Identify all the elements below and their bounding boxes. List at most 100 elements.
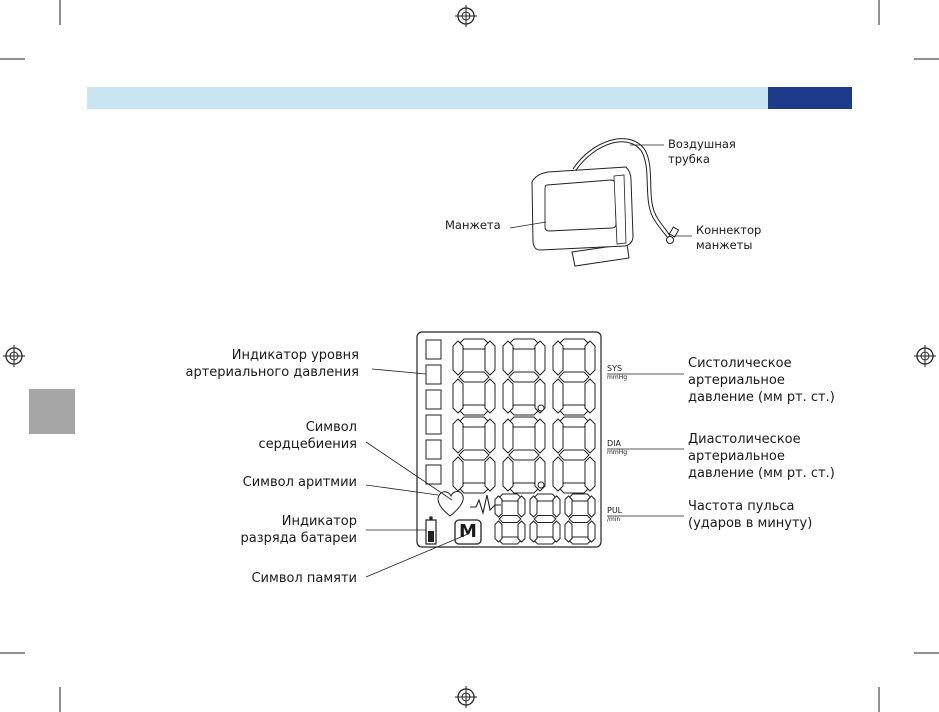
systolic-label-line-1: Систолическое	[688, 356, 792, 371]
digit-segment	[508, 371, 540, 383]
registration-mark-left	[3, 345, 25, 367]
digit-segment	[552, 378, 564, 414]
digit-segment	[552, 418, 564, 454]
display-leader-lines	[365, 368, 684, 578]
heartbeat-label-line-2: сердцебиения	[258, 437, 357, 452]
diastolic-label: Диастолическое артериальное давление (мм…	[688, 431, 835, 482]
digit-segment	[534, 418, 546, 454]
digit-segment	[508, 449, 540, 461]
digit-segment	[458, 371, 490, 383]
lcd-tag-underlines	[607, 373, 622, 517]
lcd-decimal-dots	[537, 404, 545, 489]
digit-segment	[584, 340, 596, 376]
digit-segment	[452, 340, 464, 376]
connector-label: Коннектор манжеты	[696, 223, 761, 253]
digit-segment	[558, 371, 590, 383]
bp-level-segment	[425, 439, 442, 460]
digit-segment	[584, 456, 596, 492]
heart-icon	[437, 491, 464, 517]
pulse-label-line-1: Частота пульса	[688, 499, 795, 514]
digit-segment	[533, 515, 557, 523]
cuff-label: Манжета	[445, 218, 501, 232]
digit-segment	[558, 449, 590, 461]
bp-level-indicator	[425, 339, 442, 485]
pul-tag: PUL	[607, 506, 623, 515]
digit-segment	[534, 340, 546, 376]
bp-level-segment	[425, 364, 442, 385]
digit-segment	[568, 515, 592, 523]
lcd-digits	[452, 338, 596, 545]
digit-segment	[564, 520, 573, 543]
cuff-inner-panel	[544, 179, 617, 232]
digit-segment	[552, 520, 561, 543]
memory-letter: M	[459, 521, 477, 542]
diastolic-label-line-1: Диастолическое	[688, 432, 801, 447]
connector-label-line-2: манжеты	[696, 238, 753, 252]
arrhythmia-label: Символ аритмии	[242, 475, 357, 490]
connector-label-line-1: Коннектор	[696, 223, 762, 237]
digit-segment	[484, 418, 496, 454]
sys-indicator: SYS mmHg	[607, 364, 627, 382]
air-tube-label-line-1: Воздушная	[668, 137, 736, 151]
diastolic-label-line-2: артериальное	[688, 449, 785, 464]
battery-label: Индикатор разряда батареи	[240, 513, 357, 547]
cuff-leader-lines	[509, 144, 692, 237]
heartbeat-label-line-1: Символ	[305, 420, 357, 435]
digit-segment	[552, 456, 564, 492]
digit-segment	[529, 520, 538, 543]
sys-unit: mmHg	[607, 374, 628, 381]
digit-segment	[534, 378, 546, 414]
dia-indicator: DIA mmHg	[607, 439, 627, 457]
digit-segment	[529, 495, 538, 518]
cuff-side	[613, 174, 627, 245]
digit-segment	[502, 378, 514, 414]
header-accent-block	[768, 87, 852, 109]
registration-mark-right	[914, 345, 936, 367]
memory-icon	[454, 519, 482, 545]
cuff-illustration	[531, 166, 634, 267]
digit-segment	[517, 495, 526, 518]
digit-segment	[498, 515, 522, 523]
digit-segment	[484, 456, 496, 492]
heartbeat-label: Символ сердцебиения	[259, 419, 357, 453]
digit-segment	[552, 495, 561, 518]
digit-segment	[502, 418, 514, 454]
battery-icon	[425, 516, 437, 545]
registration-mark-top	[455, 5, 477, 27]
digit-segment	[584, 378, 596, 414]
bp-indicator-label-line-1: Индикатор уровня	[231, 348, 359, 363]
memory-label: Символ памяти	[251, 571, 357, 586]
air-tube-label-line-2: трубка	[668, 152, 710, 166]
systolic-label-line-3: давление (мм рт. ст.)	[688, 390, 835, 405]
digit-segment	[587, 495, 596, 518]
digit-segment	[502, 340, 514, 376]
bp-level-segment	[425, 464, 442, 485]
battery-label-line-2: разряда батареи	[240, 531, 357, 546]
sys-tag: SYS	[607, 364, 623, 373]
sys-decimal-dot	[537, 404, 545, 412]
pul-unit: /min	[607, 516, 621, 523]
systolic-label-line-2: артериальное	[688, 373, 785, 388]
digit-segment	[584, 418, 596, 454]
dia-decimal-dot	[537, 481, 545, 489]
bp-level-segment	[425, 339, 442, 360]
digit-segment	[517, 520, 526, 543]
registration-mark-bottom	[455, 686, 477, 708]
diastolic-label-line-3: давление (мм рт. ст.)	[688, 466, 835, 481]
digit-segment	[502, 456, 514, 492]
pulse-label: Частота пульса (ударов в минуту)	[688, 498, 812, 532]
bp-indicator-label-line-2: артериального давления	[185, 365, 360, 380]
air-tube-label: Воздушная трубка	[668, 137, 736, 167]
digit-segment	[484, 378, 496, 414]
digit-segment	[452, 378, 464, 414]
pulse-label-line-2: (ударов в минуту)	[688, 516, 813, 531]
header-bar	[87, 87, 768, 109]
digit-segment	[452, 456, 464, 492]
digit-segment	[494, 520, 503, 543]
battery-label-line-1: Индикатор	[281, 514, 357, 529]
digit-segment	[452, 418, 464, 454]
digit-segment	[564, 495, 573, 518]
